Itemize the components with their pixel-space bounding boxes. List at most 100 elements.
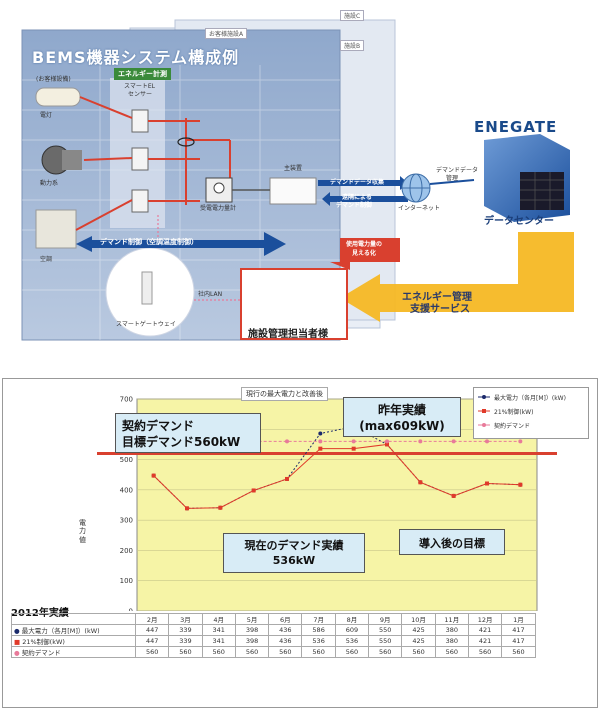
table-cell: 609 [334,624,370,636]
x-tick-label: 8月 [334,613,370,625]
table-row-marker: ■ [14,638,23,646]
table-row-marker: ● [14,649,22,657]
table-row-label: ■ 21%制御(kW) [11,635,136,647]
table-cell: 560 [234,646,270,658]
sensor-label-2: センサー [128,91,153,98]
table-cell: 436 [268,624,303,636]
data-collection-arrow [318,176,408,190]
table-cell: 417 [501,624,536,636]
series-1-point [318,446,323,451]
facility-b-tag: 施設B [340,40,365,51]
series-1-point [185,506,189,511]
callout-target: 導入後の目標 [399,529,505,555]
y-tick-label: 300 [120,517,133,525]
manager-label: 施設管理担当者様 [248,329,328,340]
legend-marker-controlled [482,409,486,413]
visualization-label-1: 使用電力量の [346,241,383,248]
device-power-label: 動力系 [40,180,59,187]
series-2-point [318,439,323,444]
table-cell: 560 [401,646,436,658]
x-tick-label: 9月 [368,613,403,625]
sensor-label-1: スマートEL [124,83,155,90]
demand-data-mgmt-label-1: デマンドデータ [436,167,479,174]
callout-contract-demand: 契約デマンド 目標デマンド560kW [115,413,261,453]
series-2-point [385,439,389,444]
sensor-2-icon [131,147,149,171]
table-cell: 436 [268,635,303,647]
table-row-marker: ● [14,627,22,635]
x-tick-label: 4月 [201,613,236,625]
table-cell: 536 [301,635,336,647]
remote-control-arrow [322,192,408,206]
series-1-point [251,488,256,493]
x-tick-label: 12月 [467,613,503,625]
table-cell: 560 [368,646,403,658]
table-cell: 560 [501,646,536,658]
x-tick-label: 5月 [234,613,270,625]
legend-markers [478,395,490,427]
table-cell: 417 [501,635,536,647]
table-cell: 447 [134,635,170,647]
callout-current-line-2: 536kW [272,554,316,568]
table-cell: 398 [234,635,270,647]
power-meter-label: 受電電力量計 [200,205,237,212]
chart-header: 現行の最大電力と改善後 [241,387,328,401]
demand-control-label: デマンド制御（空調温度制御） [100,238,198,246]
aircon-icon [35,209,77,249]
callout-last-year-line-1: 昨年実績 [377,403,426,417]
table-cell: 398 [234,624,270,636]
y-tick-label: 0 [129,608,133,612]
table-cell: 560 [434,646,469,658]
customer-facility-tag: お客様施設A [205,28,248,39]
table-cell: 339 [168,635,203,647]
table-cell: 341 [201,624,236,636]
table-cell: 341 [201,635,236,647]
table-cell: 560 [268,646,303,658]
callout-last-year-line-2: (max609kW) [359,419,445,434]
series-1-point [218,505,223,510]
x-tick-label: 2月 [134,613,170,625]
table-cell: 536 [334,635,370,647]
legend-controlled: 21%制御(kW) [494,409,534,416]
customer-equipment-label: (お客様設備) [36,76,71,83]
callout-last-year: 昨年実績 (max609kW) [343,397,461,437]
sensor-1-icon [131,109,149,133]
series-1-point [385,442,389,447]
demand-control-arrow [84,232,286,256]
table-row-label: ● 最大電力（各月[M]）(kW) [11,624,136,636]
series-1-point [351,446,356,451]
device-light-label: 電灯 [40,112,53,119]
series-2-point [451,439,456,444]
series-0-point [318,431,323,436]
x-tick-label: 6月 [268,613,303,625]
table-cell: 339 [168,624,203,636]
sensor-3-icon [131,189,149,213]
gateway-label: スマートゲートウェイ [116,321,176,328]
series-1-point [285,476,289,481]
table-cell: 550 [368,624,403,636]
table-cell: 560 [301,646,336,658]
table-cell: 550 [368,635,403,647]
callout-current-line-1: 現在のデマンド実績 [244,539,344,552]
table-cell: 447 [134,624,170,636]
legend-marker-actual [482,395,486,399]
series-2-point [351,439,356,444]
table-cell: 586 [301,624,336,636]
y-tick-label: 200 [120,547,133,555]
legend-marker-contract [482,423,486,427]
series-1-point [518,482,523,487]
table-cell: 560 [201,646,236,658]
x-tick-label: 11月 [434,613,469,625]
main-unit-label: 主装置 [284,165,303,172]
diagram-title: BEMS機器システム構成例 [32,48,240,67]
x-tick-label: 3月 [168,613,203,625]
energy-measurement-label: エネルギー計測 [114,68,171,80]
callout-current-demand: 現在のデマンド実績 536kW [223,533,365,573]
table-cell: 560 [334,646,370,658]
series-2-point [418,439,423,444]
y-tick-label: 500 [120,456,133,464]
y-tick-label: 700 [120,396,133,404]
